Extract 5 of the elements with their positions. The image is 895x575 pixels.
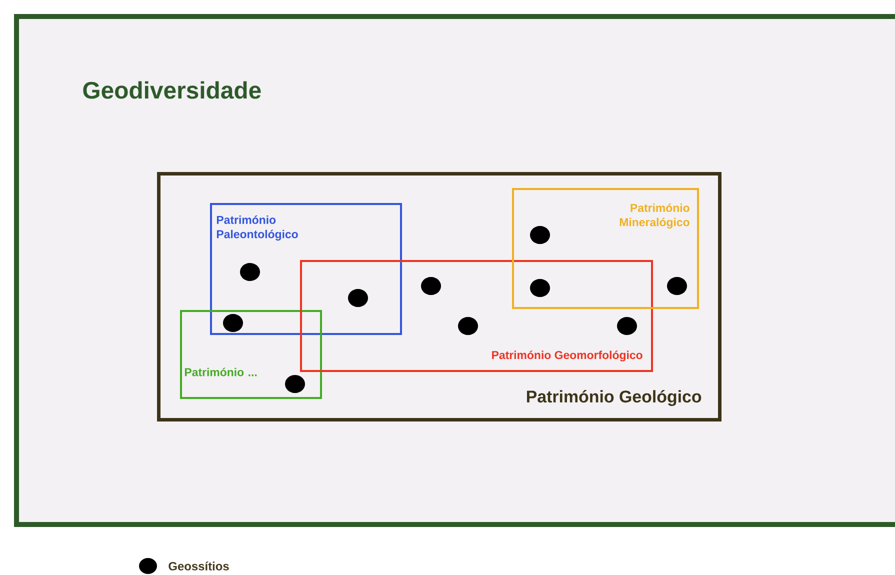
- region-box: Património Mineralógico: [512, 188, 699, 309]
- region-box: Património Geomorfológico: [300, 260, 653, 372]
- region-box: Património Paleontológico: [210, 203, 402, 335]
- legend-label: Geossítios: [168, 562, 229, 570]
- region-box: Património ...: [180, 310, 322, 399]
